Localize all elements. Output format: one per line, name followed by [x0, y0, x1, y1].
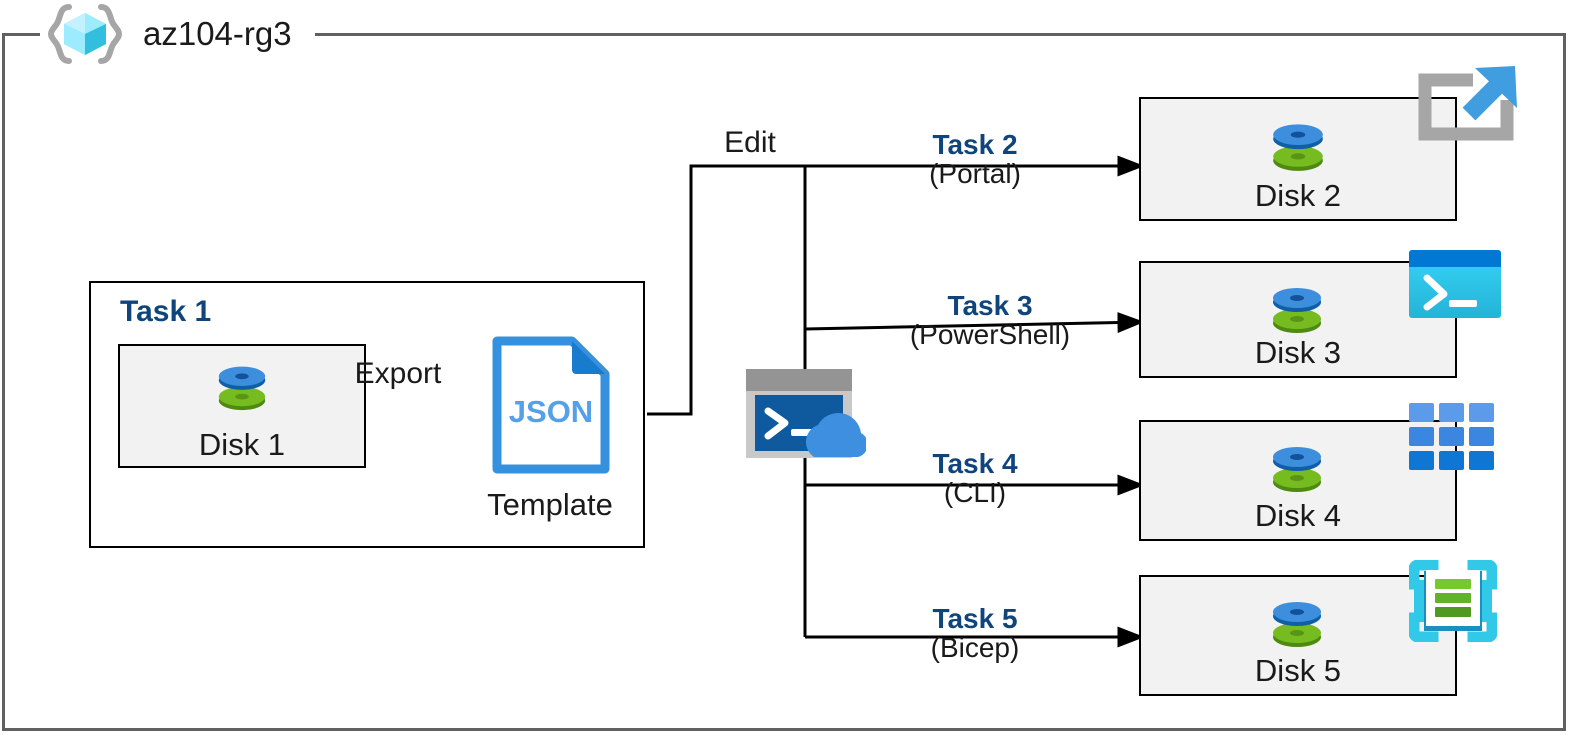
disk5-box[interactable]: Disk 5	[1139, 575, 1457, 696]
task-5-primary-label: Task 5	[932, 603, 1018, 634]
bicep-icon	[1408, 559, 1498, 643]
page-title: az104-rg3	[143, 15, 292, 52]
azure-cli-icon	[1409, 403, 1495, 471]
disk-icon	[1267, 277, 1329, 339]
azure-portal-icon	[1411, 62, 1521, 167]
task-2-primary-label: Task 2	[932, 129, 1018, 160]
disk4-label: Disk 4	[1254, 498, 1342, 533]
task-2-edge-label: Task 2 (Portal)	[855, 130, 1095, 189]
template-label: Template	[487, 487, 613, 522]
task-4-primary-label: Task 4	[932, 448, 1018, 479]
disk3-label: Disk 3	[1254, 335, 1342, 370]
disk-icon	[1267, 436, 1329, 498]
disk4-box[interactable]: Disk 4	[1139, 420, 1457, 541]
task-5-secondary-label: (Bicep)	[930, 632, 1020, 664]
edit-label: Edit	[724, 126, 776, 159]
json-icon-text: JSON	[509, 394, 593, 429]
disk2-box[interactable]: Disk 2	[1139, 97, 1457, 221]
disk1-box[interactable]: Disk 1	[118, 344, 366, 468]
task-3-primary-label: Task 3	[947, 290, 1033, 321]
task-4-secondary-label: (CLI)	[943, 477, 1007, 509]
resource-group-icon	[47, 1, 123, 67]
task-3-secondary-label: (PowerShell)	[909, 319, 1071, 351]
disk1-label: Disk 1	[198, 427, 286, 462]
powershell-icon	[1409, 250, 1501, 318]
task-4-edge-label: Task 4 (CLI)	[855, 449, 1095, 508]
cloud-shell-icon	[744, 367, 868, 460]
task-5-edge-label: Task 5 (Bicep)	[855, 604, 1095, 663]
resource-group-frame	[2, 33, 1566, 731]
disk-icon	[1267, 591, 1329, 653]
disk-icon	[213, 356, 271, 414]
export-label: Export	[354, 357, 442, 390]
disk2-label: Disk 2	[1254, 178, 1342, 213]
disk5-label: Disk 5	[1254, 653, 1342, 688]
task1-label: Task 1	[120, 295, 212, 328]
task-3-edge-label: Task 3 (PowerShell)	[855, 291, 1125, 350]
disk3-box[interactable]: Disk 3	[1139, 261, 1457, 378]
task-2-secondary-label: (Portal)	[929, 158, 1021, 190]
json-file-icon: JSON	[492, 336, 610, 474]
disk-icon	[1267, 113, 1329, 175]
